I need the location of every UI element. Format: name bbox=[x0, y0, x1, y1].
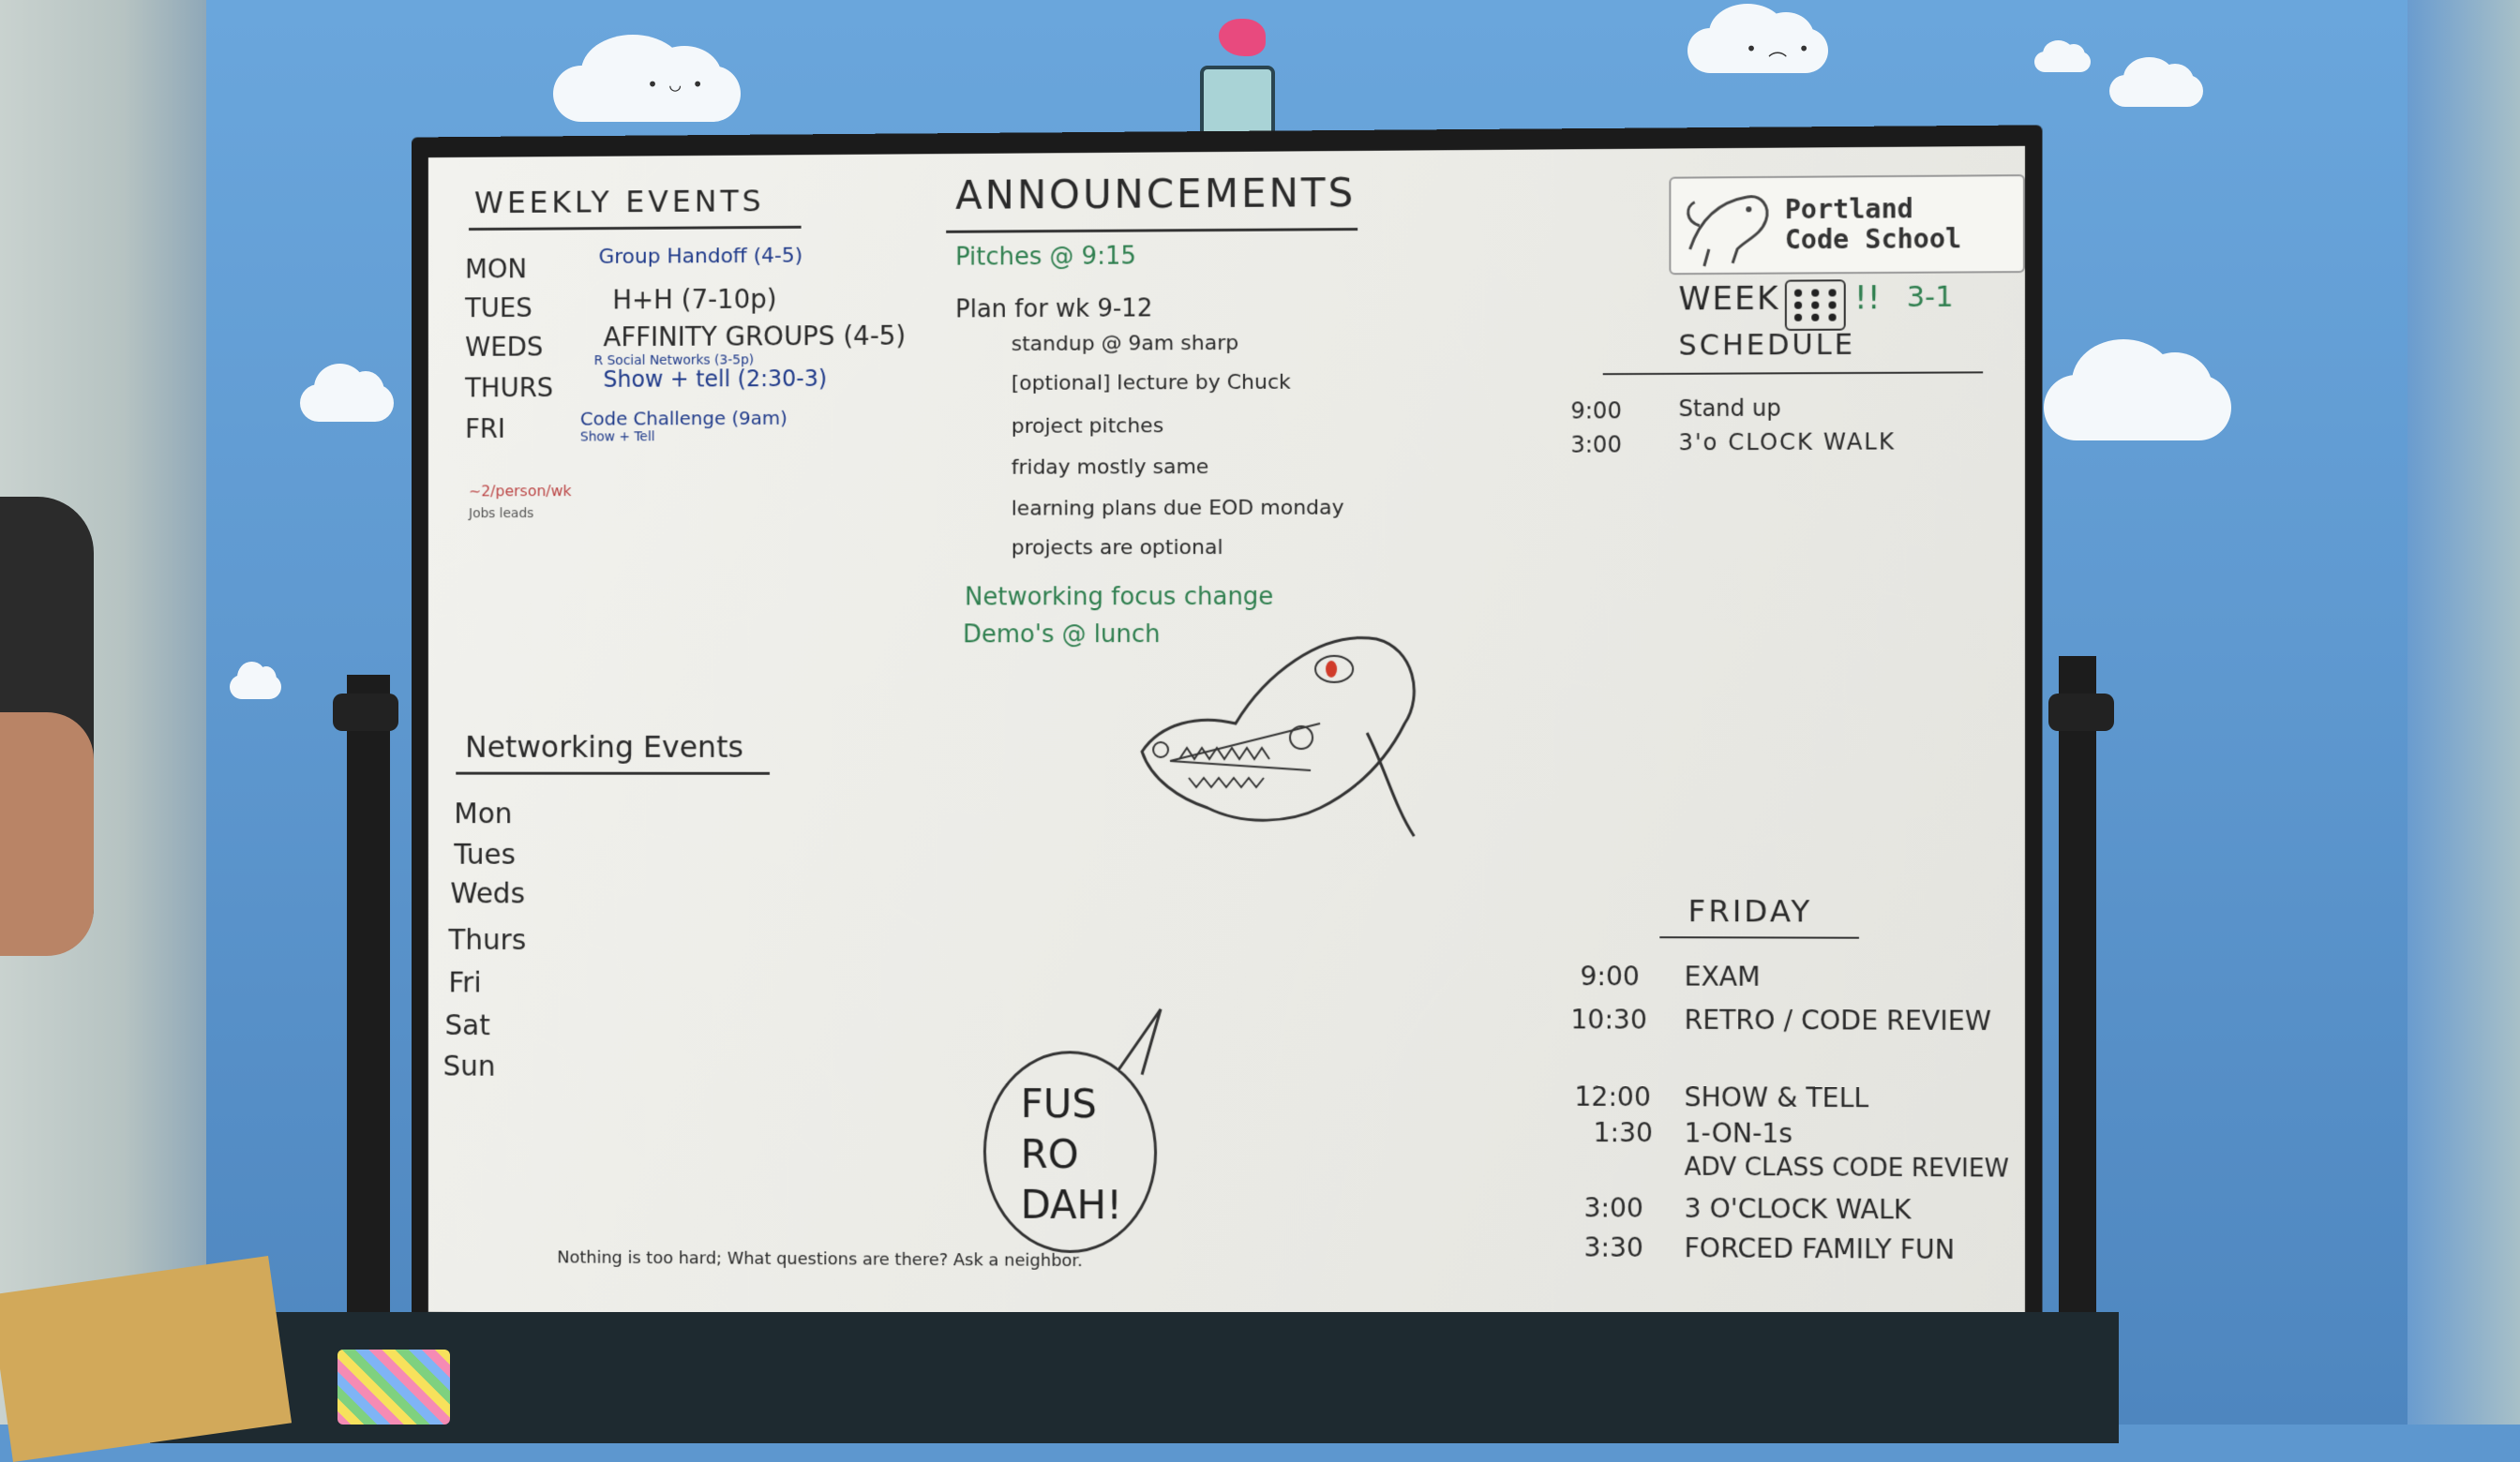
friday-time: 1:30 bbox=[1593, 1116, 1654, 1149]
weekly-day: THURS bbox=[465, 372, 554, 404]
announcement-item: friday mostly same bbox=[1011, 455, 1209, 480]
announcement-item: project pitches bbox=[1011, 414, 1164, 439]
logo-text: Portland Code School bbox=[1784, 193, 1962, 256]
networking-day: Weds bbox=[450, 877, 525, 911]
bird-decal bbox=[1219, 19, 1266, 56]
friday-event: ADV CLASS CODE REVIEW bbox=[1684, 1153, 2009, 1184]
announcement-green-note: Demo's @ lunch bbox=[963, 620, 1161, 649]
stand-post-right bbox=[2059, 656, 2096, 1425]
friday-event: FORCED FAMILY FUN bbox=[1684, 1232, 1956, 1266]
speech-bubble-tail bbox=[1114, 1005, 1170, 1080]
schedule-event: 3'o CLOCK WALK bbox=[1678, 428, 1897, 456]
logo-box: Portland Code School bbox=[1669, 174, 2026, 276]
announcement-item: projects are optional bbox=[1011, 535, 1223, 560]
weekly-small-note: Show + Tell bbox=[579, 429, 655, 445]
friday-time: 3:00 bbox=[1583, 1192, 1643, 1224]
friday-title: FRIDAY bbox=[1688, 892, 1813, 930]
networking-day: Mon bbox=[454, 798, 513, 831]
announcement-item: learning plans due EOD monday bbox=[1011, 496, 1344, 521]
right-wall bbox=[2408, 0, 2520, 1425]
stand-post-left bbox=[347, 675, 390, 1425]
weekly-small-note: ~2/person/wk bbox=[469, 482, 572, 500]
friday-time: 10:30 bbox=[1570, 1004, 1647, 1036]
cloud-decal bbox=[2034, 39, 2091, 72]
cloud-decal bbox=[2109, 57, 2203, 107]
dinosaur-drawing bbox=[1132, 620, 1432, 865]
speech-bubble-text: FUS RO DAH! bbox=[1020, 1081, 1122, 1229]
underline bbox=[1659, 936, 1859, 939]
networking-day: Tues bbox=[454, 838, 516, 872]
weekly-event: Code Challenge (9am) bbox=[579, 406, 788, 430]
cloud-face: • ︵ • bbox=[1746, 37, 1810, 60]
underline bbox=[946, 228, 1358, 233]
stand-knob-left bbox=[333, 694, 398, 731]
weekly-day: TUES bbox=[465, 292, 532, 324]
table bbox=[150, 1312, 2119, 1443]
schedule-time: 9:00 bbox=[1570, 397, 1622, 425]
networking-day: Fri bbox=[448, 966, 482, 1000]
announcement-item: [optional] lecture by Chuck bbox=[1011, 370, 1291, 395]
weekly-event: Group Handoff (4-5) bbox=[598, 244, 803, 269]
week-exclaim: !! bbox=[1853, 279, 1881, 318]
week-number: 3-1 bbox=[1906, 280, 1954, 315]
week-label: WEEK bbox=[1678, 279, 1780, 319]
networking-day: Sat bbox=[444, 1009, 490, 1043]
weekly-day: FRI bbox=[465, 413, 506, 444]
stand-knob-right bbox=[2048, 694, 2114, 731]
friday-event: EXAM bbox=[1684, 961, 1761, 992]
weekly-events-title: WEEKLY EVENTS bbox=[473, 183, 765, 221]
weekly-event: Show + tell (2:30-3) bbox=[603, 365, 828, 393]
footer-note: Nothing is too hard; What questions are … bbox=[557, 1247, 1083, 1272]
announcement-plan-heading: Plan for wk 9-12 bbox=[955, 294, 1153, 324]
whiteboard-frame: WEEKLY EVENTS MON Group Handoff (4-5) TU… bbox=[412, 125, 2043, 1347]
announcement-item: standup @ 9am sharp bbox=[1011, 331, 1239, 357]
weekly-event: AFFINITY GROUPS (4-5) bbox=[603, 320, 907, 353]
networking-day: Thurs bbox=[448, 924, 527, 957]
schedule-time: 3:00 bbox=[1570, 431, 1622, 458]
friday-event: 3 O'CLOCK WALK bbox=[1684, 1192, 1912, 1226]
friday-time: 3:30 bbox=[1583, 1231, 1643, 1263]
cloud-decal bbox=[2044, 338, 2231, 440]
friday-time: 9:00 bbox=[1580, 961, 1640, 992]
schedule-title: SCHEDULE bbox=[1678, 328, 1856, 363]
dice-icon bbox=[1784, 279, 1846, 331]
schedule-event: Stand up bbox=[1678, 395, 1781, 423]
underline bbox=[469, 225, 802, 231]
friday-event: 1-ON-1s bbox=[1684, 1117, 1793, 1150]
dinosaur-logo-icon bbox=[1681, 183, 1776, 268]
sticker-sheet bbox=[338, 1350, 450, 1425]
underline bbox=[1602, 371, 1984, 376]
cloud-face: • ◡ • bbox=[647, 73, 704, 96]
cloud-decal bbox=[230, 661, 281, 699]
networking-day: Sun bbox=[442, 1050, 496, 1083]
cloud-decal bbox=[300, 364, 394, 422]
weekly-event: H+H (7-10p) bbox=[612, 283, 777, 316]
announcement-top-note: Pitches @ 9:15 bbox=[955, 242, 1136, 272]
cloud-decal bbox=[553, 35, 741, 122]
person-arm bbox=[0, 712, 94, 956]
friday-time: 12:00 bbox=[1574, 1081, 1651, 1113]
weekly-small-note: Jobs leads bbox=[469, 506, 534, 522]
whiteboard: WEEKLY EVENTS MON Group Handoff (4-5) TU… bbox=[428, 145, 2026, 1324]
friday-event: SHOW & TELL bbox=[1684, 1082, 1869, 1114]
weekly-day: MON bbox=[465, 253, 528, 285]
friday-event: RETRO / CODE REVIEW bbox=[1684, 1004, 1991, 1037]
networking-title: Networking Events bbox=[465, 729, 743, 765]
announcement-green-note: Networking focus change bbox=[965, 582, 1274, 612]
underline bbox=[456, 771, 770, 775]
announcements-title: ANNOUNCEMENTS bbox=[955, 169, 1357, 218]
weekly-day: WEDS bbox=[465, 331, 544, 363]
cloud-decal bbox=[1688, 3, 1828, 73]
